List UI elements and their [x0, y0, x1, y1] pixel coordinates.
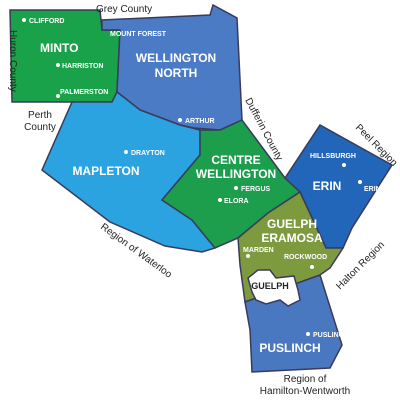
neighbor-perth-county-2: County [24, 122, 56, 133]
town-dot-drayton [124, 150, 128, 154]
label-centre-wellington-1: CENTRE [211, 153, 260, 167]
town-harriston: HARRISTON [62, 63, 103, 70]
town-arthur: ARTHUR [185, 118, 215, 125]
label-wellington-north-2: NORTH [155, 66, 198, 80]
town-dot-palmerston [56, 94, 60, 98]
town-hillsburgh: HILLSBURGH [310, 153, 356, 160]
town-fergus: FERGUS [241, 186, 271, 193]
town-dot-arthur [178, 118, 182, 122]
label-erin: ERIN [313, 179, 342, 193]
label-wellington-north-1: WELLINGTON [136, 51, 216, 65]
town-marden: MARDEN [243, 247, 274, 254]
label-mapleton: MAPLETON [72, 164, 139, 178]
town-dot-harriston [56, 63, 60, 67]
town-dot-hillsburgh [342, 163, 346, 167]
town-dot-clifford [22, 18, 26, 22]
label-puslinch: PUSLINCH [259, 341, 320, 355]
town-dot-puslinch [306, 332, 310, 336]
label-minto: MINTO [40, 41, 78, 55]
town-dot-fergus [234, 186, 238, 190]
town-mount-forest: MOUNT FOREST [110, 31, 167, 38]
label-guelph-eramosa-2: ERAMOSA [261, 231, 323, 245]
label-centre-wellington-2: WELLINGTON [196, 167, 276, 181]
town-erin: ERIN [364, 186, 381, 193]
town-dot-elora [218, 198, 222, 202]
neighbor-grey-county: Grey County [96, 4, 152, 15]
town-drayton: DRAYTON [131, 150, 165, 157]
label-guelph: GUELPH [251, 281, 289, 291]
neighbor-huron-county: Huron County [7, 30, 18, 92]
town-dot-erin [358, 180, 362, 184]
town-puslinch: PUSLINCH [313, 332, 349, 339]
region-guelph[interactable] [247, 269, 301, 307]
town-dot-rockwood [310, 265, 314, 269]
neighbor-perth-county-1: Perth [28, 110, 52, 121]
town-clifford: CLIFFORD [29, 18, 64, 25]
neighbor-hamilton-wentworth-1: Region of [284, 374, 327, 385]
town-palmerston: PALMERSTON [60, 89, 108, 96]
town-elora: ELORA [224, 198, 249, 205]
label-guelph-eramosa-1: GUELPH [267, 217, 317, 231]
town-dot-marden [246, 254, 250, 258]
town-rockwood: ROCKWOOD [284, 254, 327, 261]
town-markers [22, 18, 362, 336]
neighbor-hamilton-wentworth-2: Hamilton-Wentworth [260, 386, 350, 397]
